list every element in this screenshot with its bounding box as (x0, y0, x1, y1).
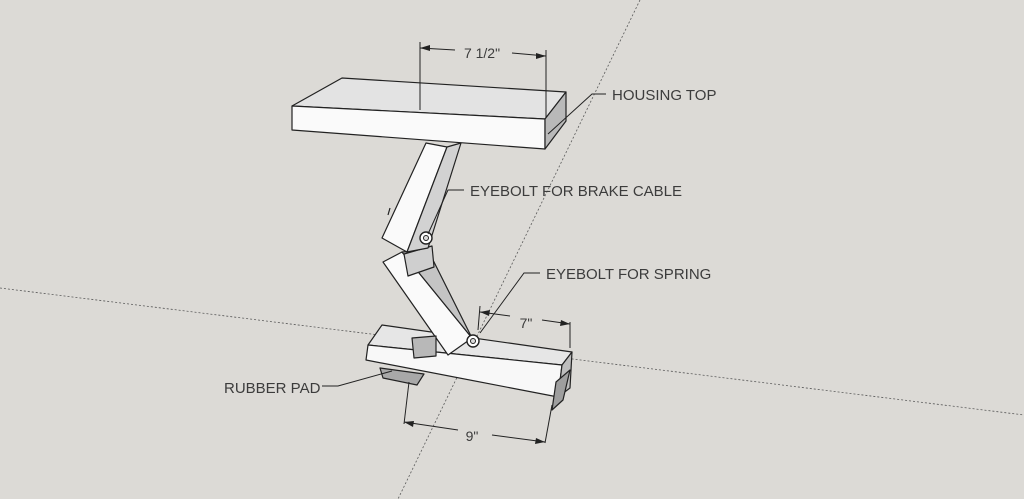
dimension-spring-offset-label: 7" (520, 315, 533, 331)
dimension-base-length-label: 9" (466, 428, 479, 444)
label-housing-top: HOUSING TOP (612, 87, 716, 104)
label-rubber-pad: RUBBER PAD (224, 380, 321, 397)
label-eyebolt-spring: EYEBOLT FOR SPRING (546, 266, 711, 283)
dimension-top-width (419, 42, 547, 118)
label-eyebolt-brake-cable: EYEBOLT FOR BRAKE CABLE (470, 183, 682, 200)
eyebolt-spring (466, 334, 480, 348)
dimension-base-length (403, 381, 553, 444)
leader-lines (322, 93, 606, 387)
housing-top (291, 77, 567, 150)
dimension-top-width-label: 7 1/2" (464, 45, 500, 61)
upper-link (381, 142, 462, 253)
dimension-spring-offset (477, 305, 571, 348)
eyebolt-brake-cable (419, 231, 433, 245)
